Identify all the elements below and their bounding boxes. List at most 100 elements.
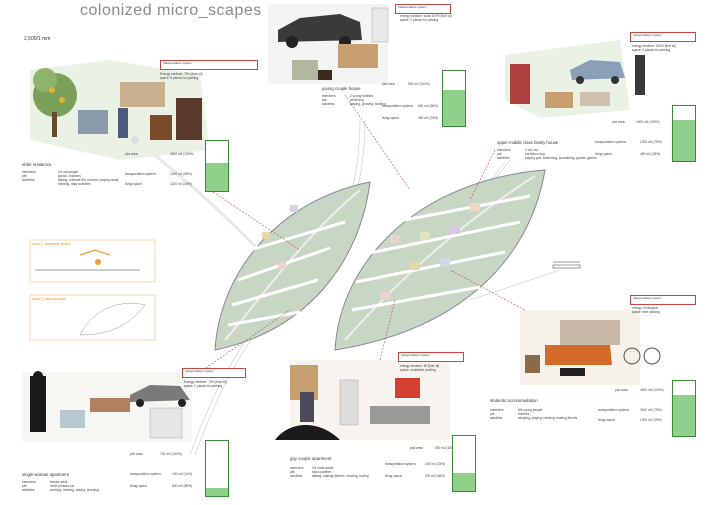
elder-value-members: 2/3 old people (58, 170, 79, 174)
upper-plot-label: plot area: (612, 120, 626, 124)
upper-row-members: members: (497, 148, 512, 152)
single-living-value: 600 m2 (86%) (172, 484, 193, 488)
elder-area-fill (206, 163, 228, 191)
elder-title: elder residence (22, 162, 52, 167)
gay-value-members: 2/4 male adults (312, 466, 334, 470)
elder-transport-label: transportation system: (125, 172, 157, 176)
elder-row-pet: pet: (22, 174, 28, 178)
young-title: young couple house (322, 86, 361, 91)
gay-area-chart (452, 435, 476, 492)
young-value-members: 2 young families (350, 94, 374, 98)
young-info-1: energy medium: solar 100% [fuel oil] (400, 14, 452, 18)
elder-value-activities: talking, cultivate the orchard, playing … (58, 178, 120, 182)
students-transport-header: transportation system (630, 295, 696, 305)
elder-plot-label: plot area: (125, 152, 139, 156)
upper-living-label: living space: (595, 152, 613, 156)
elder-plot-value: 2600 m2 (100%) (170, 152, 194, 156)
single-plot-label: plot area: (130, 452, 144, 456)
elder-living-label: living space: (125, 182, 143, 186)
young-living-value: 300 m2 (33%) (418, 116, 439, 120)
young-row-pet: pet: (322, 98, 328, 102)
students-row-pet: pet: (490, 412, 496, 416)
section-b-drawing (29, 294, 156, 341)
elder-value-activities-2: drinking, daily activities (58, 182, 91, 186)
upper-living-value: 400 m2 (25%) (640, 152, 661, 156)
elder-living-value: 1200 m2 (44%) (170, 182, 192, 186)
elder-transport-header: transportation system (160, 60, 258, 70)
young-row-activities: activities: (322, 102, 336, 106)
young-living-label: living space: (382, 116, 400, 120)
single-row-activities: activities: (22, 488, 36, 492)
young-row-members: members: (322, 94, 337, 98)
students-collage (520, 310, 661, 385)
upper-transport-header: transportation system (630, 32, 696, 42)
students-value-activities: studying, playing, relaxing, making frie… (518, 416, 578, 420)
upper-area-fill (673, 119, 695, 161)
upper-value-pet: exhibition dog (525, 152, 545, 156)
gay-info-2: space: motorbike parking (400, 368, 436, 372)
students-row-activities: activities: (490, 416, 504, 420)
students-value-pet: hobbies (518, 412, 530, 416)
gay-title: gay couple apartment (290, 456, 332, 461)
upper-title: upper middle class family house (497, 140, 559, 145)
students-title: students accommodation (490, 398, 538, 403)
elder-row-activities: activities: (22, 178, 36, 182)
young-plot-label: plot area: (382, 82, 396, 86)
students-plot-label: plot area: (615, 388, 629, 392)
gay-row-members: members: (290, 466, 305, 470)
young-collage (268, 4, 389, 84)
upper-transport-value: 1200 m2 (75%) (640, 140, 662, 144)
students-transport-label: transportation system: (598, 408, 630, 412)
single-plot-value: 700 m2 (100%) (160, 452, 182, 456)
gay-living-label: living space: (385, 474, 403, 478)
upper-value-activities: playing golf, swimming, sunbathing, gard… (525, 156, 597, 160)
upper-transport-label: transportation system: (595, 140, 627, 144)
upper-area-chart (672, 105, 696, 162)
single-transport-value: 100 m2 (14%) (172, 472, 193, 476)
single-header-label: transportation system (185, 369, 214, 373)
single-info-1: Energy medium: 75% [fuel oil] (184, 380, 227, 384)
scale-label: 2,500/1 mm (24, 36, 51, 42)
single-living-label: living space: (130, 484, 148, 488)
single-transport-header: transportation system (182, 368, 246, 378)
elder-area-chart (205, 140, 229, 192)
section-b-label: cross_2_micro-structure (32, 297, 67, 301)
single-area-fill (206, 488, 228, 496)
upper-info-1: energy medium: 100% [fuel oil] (632, 44, 676, 48)
leaf-left (214, 181, 371, 351)
single-value-activities: working, relaxing, baking, sleeping (50, 488, 99, 492)
young-plot-value: 900 m2 (100%) (408, 82, 430, 86)
elder-row-members: members: (22, 170, 37, 174)
page-title: colonized micro_scapes (80, 2, 262, 19)
single-row-members: members: (22, 480, 37, 484)
single-value-pet: white persian cat (50, 484, 74, 488)
elder-value-pet: goose, chickens (58, 174, 81, 178)
students-info-1: energy: ecological (632, 306, 658, 310)
upper-plot-value: 1600 m2 (100%) (636, 120, 660, 124)
young-area-chart (442, 70, 466, 127)
elder-collage (30, 60, 210, 160)
section-a-drawing (29, 239, 156, 283)
single-info-2: space: 2 places for parking (184, 384, 223, 388)
young-header-label: transportation system (398, 5, 427, 9)
gay-plot-value: 300 m2 (100%) (435, 446, 457, 450)
elder-info-1: Energy medium: 75% [fuel oil] (160, 72, 203, 76)
gay-row-activities: activities: (290, 474, 304, 478)
gay-collage (275, 360, 450, 440)
upper-collage (505, 40, 645, 118)
upper-row-pet: pet: (497, 152, 503, 156)
students-area-fill (673, 394, 695, 436)
students-living-value: 1000 m2 (25%) (640, 418, 662, 422)
gay-value-pet: black panther (312, 470, 332, 474)
single-row-pet: pet: (22, 484, 28, 488)
upper-header-label: transportation system (633, 33, 662, 37)
students-value-members: 5/6 young people (518, 408, 543, 412)
section-a-label: cross_1_transverse section (32, 242, 71, 246)
students-transport-value: 3000 m2 (75%) (640, 408, 662, 412)
single-area-chart (205, 440, 229, 497)
connector-lines (199, 94, 541, 373)
gay-header-label: transportation system (401, 353, 430, 357)
students-living-label: living space: (598, 418, 616, 422)
single-value-members: female adult (50, 480, 68, 484)
elder-info-2: space: 8 places for parking (160, 76, 199, 80)
